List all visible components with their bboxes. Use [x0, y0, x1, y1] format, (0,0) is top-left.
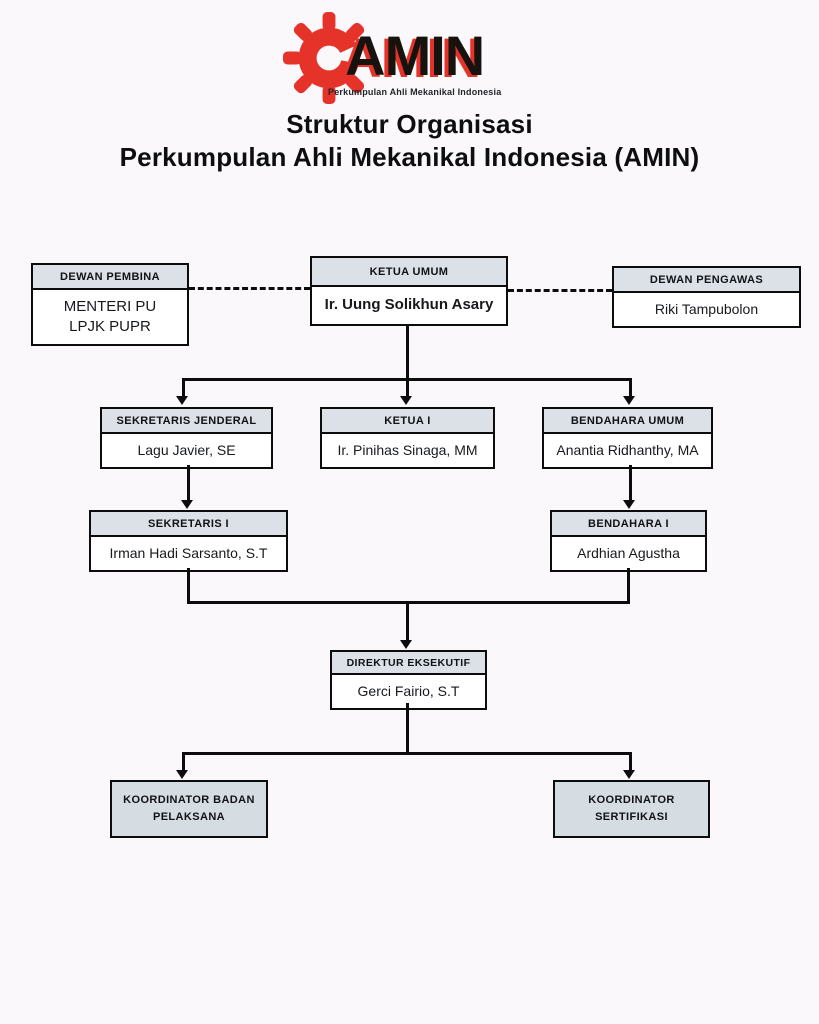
connector-bendahara-i-down	[627, 568, 630, 604]
page-title-line2: Perkumpulan Ahli Mekanikal Indonesia (AM…	[119, 141, 700, 172]
page-title: Struktur Organisasi Perkumpulan Ahli Mek…	[0, 108, 819, 173]
connector-drop-ketua-i	[406, 378, 409, 398]
org-node-person: MENTERI PU LPJK PUPR	[33, 290, 187, 344]
org-node-sekretaris-jenderal: SEKRETARIS JENDERAL Lagu Javier, SE	[100, 407, 273, 470]
org-node-role: BENDAHARA UMUM	[544, 409, 711, 434]
org-node-role: DEWAN PEMBINA	[33, 265, 187, 290]
connector-direktur-down	[406, 703, 409, 754]
page-title-line1: Struktur Organisasi	[286, 109, 533, 139]
arrow-down-icon	[176, 396, 188, 405]
connector-drop-direktur	[406, 601, 409, 641]
amin-logo: AMIN Perkumpulan Ahli Mekanikal Indonesi…	[283, 12, 501, 104]
org-node-role: SEKRETARIS JENDERAL	[102, 409, 271, 434]
org-node-person: Lagu Javier, SE	[102, 434, 271, 468]
connector-drop-bendahara-umum	[629, 378, 632, 398]
org-node-role: DIREKTUR EKSEKUTIF	[332, 652, 485, 675]
arrow-down-icon	[623, 396, 635, 405]
org-node-person: Anantia Ridhanthy, MA	[544, 434, 711, 468]
connector-bendumum-bendahara-i	[629, 465, 632, 502]
connector-drop-koordinator-badan	[182, 752, 185, 772]
logo-wordmark: AMIN	[345, 24, 485, 87]
org-node-dewan-pembina: DEWAN PEMBINA MENTERI PU LPJK PUPR	[31, 263, 189, 346]
arrow-down-icon	[181, 500, 193, 509]
connector-dashed-ketua-pengawas	[508, 289, 612, 292]
arrow-down-icon	[176, 770, 188, 779]
org-node-bendahara-umum: BENDAHARA UMUM Anantia Ridhanthy, MA	[542, 407, 713, 470]
org-node-person: Irman Hadi Sarsanto, S.T	[91, 537, 286, 571]
org-node-role: DEWAN PENGAWAS	[614, 268, 799, 293]
org-node-direktur-eksekutif: DIREKTUR EKSEKUTIF Gerci Fairio, S.T	[330, 650, 487, 711]
connector-sekjen-sekretaris-i	[187, 465, 190, 502]
connector-bus-koordinator	[182, 752, 632, 755]
connector-sekretaris-i-down	[187, 568, 190, 604]
org-node-person: Ardhian Agustha	[552, 537, 705, 571]
arrow-down-icon	[400, 640, 412, 649]
org-node-sekretaris-i: SEKRETARIS I Irman Hadi Sarsanto, S.T	[89, 510, 288, 573]
arrow-down-icon	[623, 500, 635, 509]
org-node-person: Ir. Pinihas Sinaga, MM	[322, 434, 493, 468]
org-node-role: KOORDINATOR BADAN PELAKSANA	[123, 793, 255, 823]
connector-dashed-pembina-ketua	[189, 287, 310, 290]
org-node-person: Ir. Uung Solikhun Asary	[312, 287, 506, 324]
connector-drop-koordinator-sertifikasi	[629, 752, 632, 772]
org-node-koordinator-badan-pelaksana: KOORDINATOR BADAN PELAKSANA	[110, 780, 268, 838]
gear-icon	[283, 12, 375, 104]
org-node-role: KOORDINATOR SERTIFIKASI	[588, 793, 675, 823]
arrow-down-icon	[400, 396, 412, 405]
org-node-person: Gerci Fairio, S.T	[332, 675, 485, 709]
org-node-role: SEKRETARIS I	[91, 512, 286, 537]
org-node-person: Riki Tampubolon	[614, 293, 799, 327]
org-node-bendahara-i: BENDAHARA I Ardhian Agustha	[550, 510, 707, 573]
org-node-dewan-pengawas: DEWAN PENGAWAS Riki Tampubolon	[612, 266, 801, 329]
org-node-koordinator-sertifikasi: KOORDINATOR SERTIFIKASI	[553, 780, 710, 838]
org-node-role: BENDAHARA I	[552, 512, 705, 537]
connector-ketua-umum-down	[406, 325, 409, 378]
arrow-down-icon	[623, 770, 635, 779]
logo-tagline: Perkumpulan Ahli Mekanikal Indonesia	[328, 87, 502, 97]
org-node-role: KETUA I	[322, 409, 493, 434]
org-node-role: KETUA UMUM	[312, 258, 506, 287]
connector-drop-sekjen	[182, 378, 185, 398]
org-node-ketua-i: KETUA I Ir. Pinihas Sinaga, MM	[320, 407, 495, 470]
org-node-ketua-umum: KETUA UMUM Ir. Uung Solikhun Asary	[310, 256, 508, 326]
